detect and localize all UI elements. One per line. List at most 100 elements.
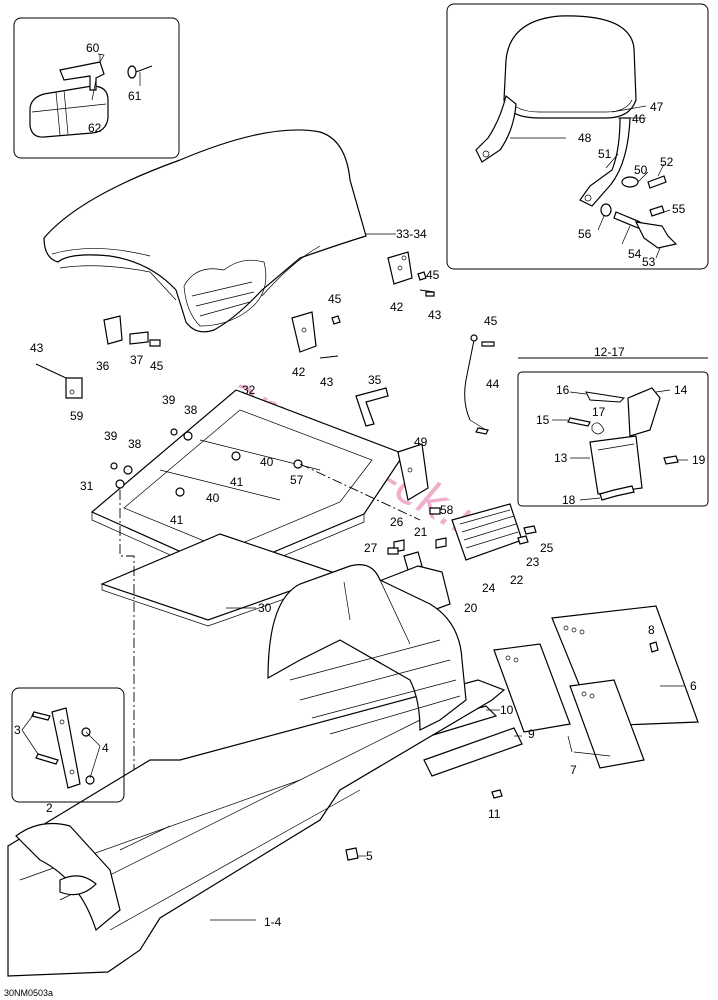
callout-45b: 45 bbox=[328, 292, 342, 306]
callout-48: 48 bbox=[578, 131, 592, 145]
callout-33-34: 33-34 bbox=[396, 227, 427, 241]
callout-41a: 41 bbox=[230, 475, 244, 489]
alignment-line-left bbox=[119, 490, 135, 830]
cable-44-end bbox=[470, 334, 478, 342]
hinge-36 bbox=[103, 315, 123, 345]
callout-45d: 45 bbox=[150, 359, 164, 373]
callout-62: 62 bbox=[88, 121, 102, 135]
screw-58 bbox=[429, 507, 441, 515]
pin-16 bbox=[585, 391, 626, 403]
screw-15 bbox=[567, 417, 591, 427]
callout-51: 51 bbox=[598, 147, 612, 161]
taillight-group: 26 21 27 25 23 22 24 20 29 28 bbox=[364, 503, 554, 631]
callout-22: 22 bbox=[510, 573, 524, 587]
bracket-14 bbox=[627, 387, 661, 437]
callout-11: 11 bbox=[488, 807, 501, 821]
callout-4: 4 bbox=[102, 741, 109, 755]
callout-9: 9 bbox=[528, 727, 535, 741]
screw-5 bbox=[345, 847, 359, 861]
screw-25 bbox=[523, 525, 537, 535]
inset-frame-bag bbox=[13, 17, 180, 159]
callout-42b: 42 bbox=[292, 365, 306, 379]
callout-47: 47 bbox=[650, 100, 664, 114]
spacer-50 bbox=[621, 176, 639, 188]
callout-42a: 42 bbox=[390, 300, 404, 314]
nut-4b bbox=[85, 775, 95, 785]
callout-12-17: 12-17 bbox=[594, 345, 625, 359]
screw-45a bbox=[417, 271, 427, 281]
inset-plate-bracket: 12-17 16 14 15 17 13 19 18 bbox=[517, 345, 709, 507]
callout-57: 57 bbox=[290, 473, 304, 487]
bracket-59 bbox=[65, 377, 83, 399]
bracket-49 bbox=[397, 443, 429, 501]
screw-31 bbox=[115, 479, 125, 489]
callout-6: 6 bbox=[690, 679, 697, 693]
callout-45c: 45 bbox=[484, 314, 498, 328]
callout-1-4: 1-4 bbox=[264, 915, 282, 929]
callout-44: 44 bbox=[486, 377, 500, 391]
hinge-group-left: 36 37 45 43 59 bbox=[30, 315, 164, 423]
storage-bag-shape bbox=[29, 85, 109, 138]
backrest-cushion bbox=[503, 15, 637, 119]
callout-13: 13 bbox=[554, 451, 568, 465]
inset-storage-bag: 60 61 62 bbox=[13, 17, 180, 159]
callout-55: 55 bbox=[672, 202, 686, 216]
spring-17 bbox=[591, 422, 605, 435]
bolt-3a bbox=[31, 711, 51, 721]
bracket-plate bbox=[51, 707, 81, 789]
callout-27: 27 bbox=[364, 541, 378, 555]
callout-56: 56 bbox=[578, 227, 592, 241]
key-35: 35 bbox=[355, 373, 389, 427]
diagram-code: 30NM0503a bbox=[4, 988, 53, 998]
callout-18: 18 bbox=[562, 493, 576, 507]
chassis-tunnel: 5 2 1-4 bbox=[7, 564, 506, 977]
inset-frame-bolts bbox=[11, 687, 125, 803]
callout-16: 16 bbox=[556, 383, 570, 397]
callout-3: 3 bbox=[14, 723, 21, 737]
callout-43b: 43 bbox=[320, 375, 334, 389]
callout-30: 30 bbox=[258, 601, 272, 615]
seat-assembly: 33-34 bbox=[43, 129, 427, 333]
callout-7: 7 bbox=[570, 763, 577, 777]
screw-11 bbox=[491, 789, 503, 799]
callout-17: 17 bbox=[592, 405, 606, 419]
callout-14: 14 bbox=[674, 383, 688, 397]
callout-49: 49 bbox=[414, 435, 428, 449]
screw-43a bbox=[425, 291, 435, 297]
callout-26: 26 bbox=[390, 515, 404, 529]
tunnel-body bbox=[7, 679, 506, 977]
washer-21 bbox=[435, 537, 447, 549]
hinge-group-right: 45 42 43 45 42 43 45 44 bbox=[291, 251, 500, 435]
callout-35: 35 bbox=[368, 373, 382, 387]
screw-23 bbox=[517, 535, 529, 545]
inset-bolts: 3 4 bbox=[11, 687, 125, 803]
deflector-9 bbox=[423, 727, 523, 777]
bolt-54 bbox=[613, 211, 641, 229]
snow-flaps: 8 6 7 10 9 11 bbox=[398, 605, 699, 821]
screw-45c bbox=[481, 341, 495, 347]
screw-45b bbox=[331, 315, 341, 325]
callout-10: 10 bbox=[500, 703, 514, 717]
bracket-13 bbox=[589, 435, 643, 495]
bag-bracket-shape bbox=[59, 61, 105, 91]
callout-40a: 40 bbox=[260, 455, 274, 469]
connector-24 bbox=[403, 551, 423, 571]
callout-25: 25 bbox=[540, 541, 554, 555]
hinge-42a bbox=[387, 251, 413, 285]
rear-rack bbox=[267, 564, 467, 731]
plate-37 bbox=[129, 331, 149, 345]
callout-41b: 41 bbox=[170, 513, 184, 527]
flap-7a bbox=[493, 643, 571, 733]
bolt-3b bbox=[35, 753, 59, 765]
callout-60: 60 bbox=[86, 41, 100, 55]
callout-59: 59 bbox=[70, 409, 84, 423]
screw-8 bbox=[649, 641, 659, 653]
callout-19: 19 bbox=[692, 453, 706, 467]
screw-45d bbox=[149, 339, 161, 347]
callout-43c: 43 bbox=[30, 341, 44, 355]
callout-23: 23 bbox=[526, 555, 540, 569]
washer-56 bbox=[600, 203, 612, 217]
callout-50: 50 bbox=[634, 163, 648, 177]
screw-52 bbox=[647, 175, 667, 189]
bolt-18 bbox=[599, 485, 635, 501]
